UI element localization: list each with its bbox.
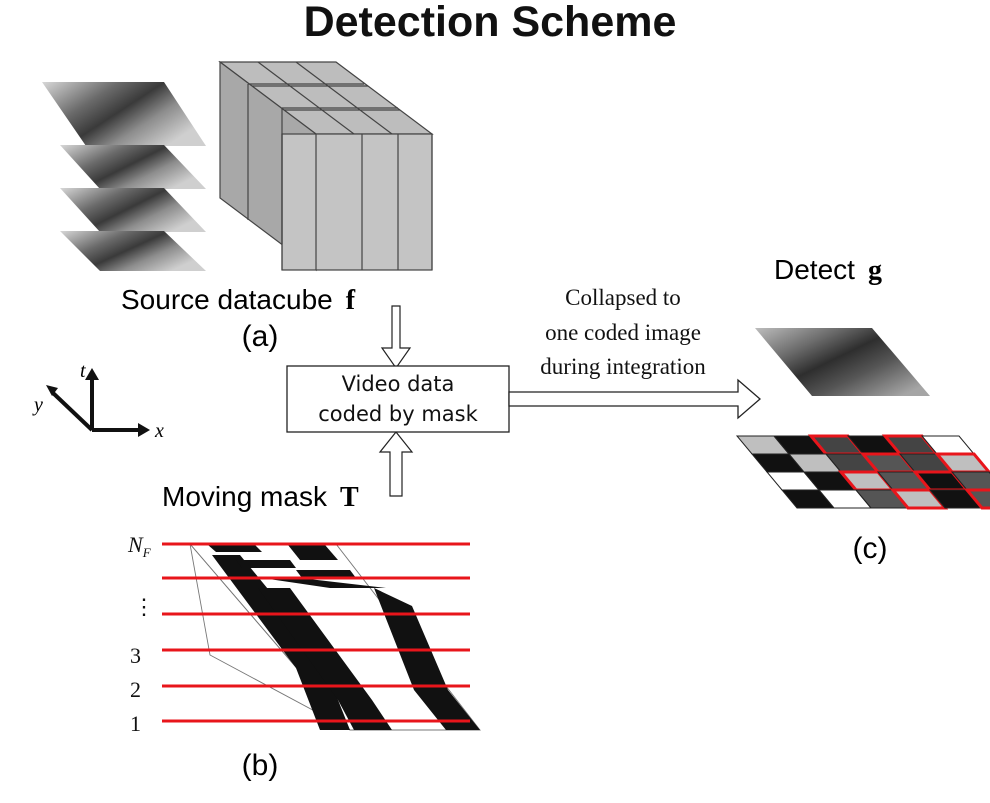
mask-frame-lines — [162, 542, 470, 723]
collapse-line-2: one coded image — [545, 320, 701, 345]
source-video-frames — [42, 82, 206, 271]
mask-label: Moving mask T — [162, 481, 359, 513]
detect-label-text: Detect — [774, 254, 855, 285]
down-arrow-to-box — [380, 305, 412, 370]
up-arrow-to-box — [378, 431, 414, 497]
datacube-grid-line — [295, 61, 393, 135]
source-tag: (a) — [242, 320, 279, 353]
mask-stripe — [208, 545, 262, 552]
video-frame-2 — [60, 145, 206, 189]
coded-pixel — [963, 488, 990, 510]
axis-y-label: y — [32, 394, 43, 416]
collapse-arrow — [508, 378, 761, 420]
frame-label-2: 2 — [130, 677, 141, 702]
datacube — [218, 60, 434, 272]
source-label: Source datacube f — [121, 284, 356, 316]
video-frame-4 — [60, 231, 206, 271]
collapse-line-1: Collapsed to — [565, 285, 681, 310]
collapse-caption: Collapsed to one coded image during inte… — [540, 285, 706, 379]
datacube-front-face — [281, 133, 433, 271]
mask-frame-labels: NF ⋮ 3 2 1 — [127, 532, 155, 736]
datacube-grid-line — [257, 61, 355, 135]
process-box-line-1: Video data — [341, 372, 455, 396]
mask-stripe — [288, 545, 338, 560]
mask-stripe — [296, 570, 356, 578]
mask-symbol: T — [340, 482, 359, 513]
process-box-line-2: coded by mask — [318, 402, 478, 426]
detected-coded-image — [755, 328, 930, 396]
video-frame-3 — [60, 188, 206, 232]
collapse-line-3: during integration — [540, 354, 706, 379]
source-symbol: f — [346, 285, 356, 316]
detect-tag: (c) — [853, 532, 888, 565]
moving-mask-stack — [189, 542, 481, 731]
frame-label-top-sub: F — [142, 545, 152, 560]
mask-label-text: Moving mask — [162, 481, 328, 512]
detect-symbol: g — [868, 255, 882, 286]
mask-stripe — [374, 588, 480, 730]
frame-label-top: NF — [127, 532, 152, 560]
axis-x-label: x — [154, 420, 164, 442]
detect-label: Detect g — [774, 254, 882, 286]
coded-pixel-grid — [735, 434, 990, 510]
coded-pixel — [950, 471, 990, 491]
frame-label-1: 1 — [130, 711, 141, 736]
mask-outline-mid — [189, 542, 351, 731]
source-label-text: Source datacube — [121, 284, 333, 315]
axes-indicator — [46, 368, 150, 437]
frame-label-dots: ⋮ — [133, 594, 155, 619]
mask-stripe — [258, 588, 392, 730]
video-frame-1 — [42, 82, 206, 146]
frame-label-3: 3 — [130, 643, 141, 668]
axis-t-label: t — [80, 360, 86, 382]
process-box-text: Video data coded by mask — [287, 366, 509, 432]
mask-stripe — [262, 578, 386, 588]
diagram-title: Detection Scheme — [304, 0, 677, 46]
mask-tag: (b) — [242, 749, 279, 782]
frame-label-top-main: N — [127, 532, 144, 557]
mask-stripe — [236, 560, 296, 568]
